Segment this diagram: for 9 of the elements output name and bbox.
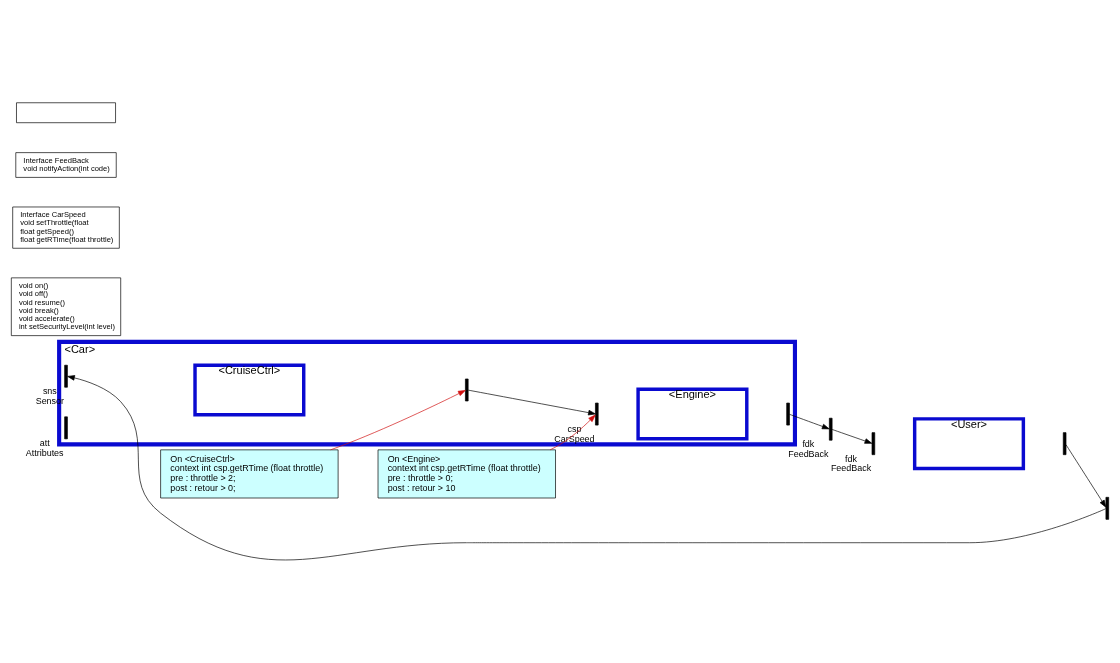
- node-label: FeedBack: [830, 463, 872, 474]
- node-label: att: [39, 437, 50, 448]
- node-label: fdk: [845, 453, 857, 464]
- node-label: Attributes: [25, 447, 64, 458]
- node-label: csp: [567, 424, 582, 435]
- node-label: fdk: [802, 439, 815, 450]
- node-label: sns: [42, 386, 57, 397]
- node-label: FeedBack: [788, 449, 829, 459]
- node-label: CarSpeed: [554, 433, 595, 444]
